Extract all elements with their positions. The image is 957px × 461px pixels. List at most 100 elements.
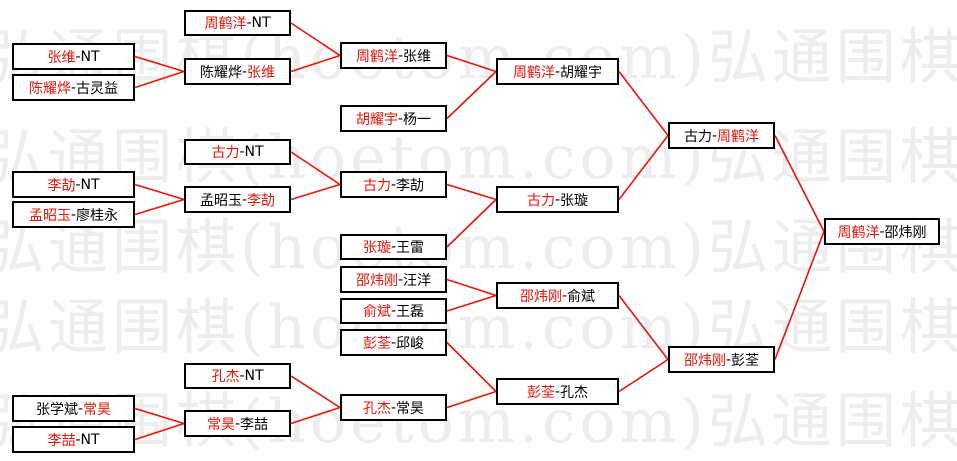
player-name: 邵炜刚 bbox=[884, 224, 927, 241]
match-box[interactable]: 彭荃-孔杰 bbox=[496, 378, 619, 405]
player-name: 孟昭玉 bbox=[199, 192, 242, 209]
match-box[interactable]: 张璇-王雷 bbox=[340, 234, 447, 260]
separator: - bbox=[75, 48, 81, 65]
player-name: 陈耀烨 bbox=[199, 64, 242, 81]
match-box[interactable]: 陈耀烨-张维 bbox=[184, 58, 291, 85]
winner-name: 彭荃 bbox=[362, 335, 391, 352]
connector-line bbox=[446, 54, 497, 73]
match-box[interactable]: 周鹤洋-张维 bbox=[340, 42, 447, 69]
match-box[interactable]: 古力-周鹤洋 bbox=[668, 122, 775, 149]
connector-line bbox=[290, 406, 341, 425]
separator: - bbox=[70, 79, 77, 96]
connector-line bbox=[134, 183, 185, 201]
winner-name: 张维 bbox=[247, 64, 276, 81]
winner-name: 周鹤洋 bbox=[204, 16, 247, 32]
player-name: 张学斌 bbox=[35, 401, 78, 418]
watermark-text: 弘通围棋(hoetom.com)弘通围棋(h bbox=[0, 23, 957, 93]
connector-line bbox=[618, 135, 669, 200]
separator: - bbox=[554, 63, 561, 80]
connector-line bbox=[134, 70, 185, 89]
connector-line bbox=[446, 183, 497, 201]
separator: - bbox=[246, 15, 252, 31]
match-box[interactable]: 邵炜刚-俞斌 bbox=[496, 282, 619, 309]
separator: - bbox=[711, 127, 718, 144]
winner-name: 张维 bbox=[47, 49, 76, 66]
match-box[interactable]: 张学斌-常昊 bbox=[12, 395, 135, 422]
match-box[interactable]: 古力-李劼 bbox=[340, 171, 447, 198]
separator: - bbox=[77, 400, 84, 417]
connector-line bbox=[618, 358, 669, 393]
match-box[interactable]: 古力-NT bbox=[184, 139, 291, 165]
player-name: 俞斌 bbox=[567, 288, 596, 305]
match-box[interactable]: 周鹤洋-NT bbox=[184, 10, 291, 36]
connector-line bbox=[774, 135, 825, 232]
player-name: 李喆 bbox=[240, 416, 269, 433]
winner-name: 李劼 bbox=[47, 177, 76, 194]
winner-name: 周鹤洋 bbox=[512, 64, 555, 81]
connector-line bbox=[446, 198, 497, 248]
player-name: 古力 bbox=[683, 128, 712, 145]
match-box[interactable]: 彭荃-邱峻 bbox=[340, 329, 447, 356]
player-name: NT bbox=[251, 15, 271, 31]
match-box[interactable]: 孟昭玉-李劼 bbox=[184, 186, 291, 213]
match-box[interactable]: 孔杰-常昊 bbox=[340, 394, 447, 421]
player-name: NT bbox=[244, 144, 264, 160]
connector-line bbox=[290, 54, 341, 73]
winner-name: 常昊 bbox=[206, 416, 235, 433]
player-name: 王雷 bbox=[396, 240, 425, 256]
separator: - bbox=[390, 239, 397, 255]
player-name: 张璇 bbox=[560, 192, 589, 209]
match-box[interactable]: 孔杰-NT bbox=[184, 363, 291, 389]
connector-line bbox=[446, 390, 497, 409]
connector-line bbox=[446, 70, 497, 120]
match-box[interactable]: 胡耀宇-杨一 bbox=[340, 105, 447, 132]
separator: - bbox=[390, 303, 397, 319]
connector-line bbox=[134, 198, 185, 216]
match-box[interactable]: 孟昭玉-廖桂永 bbox=[12, 201, 135, 228]
separator: - bbox=[390, 399, 397, 416]
player-name: 常昊 bbox=[396, 400, 425, 417]
separator: - bbox=[725, 351, 732, 368]
match-box[interactable]: 周鹤洋-胡耀宇 bbox=[496, 58, 619, 85]
watermark-text: 弘通围棋(hoetom.com)弘通围棋(h bbox=[0, 387, 957, 457]
connector-line bbox=[134, 407, 185, 425]
connector-line bbox=[446, 278, 497, 297]
player-name: 廖桂永 bbox=[76, 207, 119, 224]
match-box[interactable]: 俞斌-王磊 bbox=[340, 298, 447, 324]
separator: - bbox=[397, 271, 404, 288]
separator: - bbox=[75, 176, 81, 193]
connector-line bbox=[134, 55, 185, 73]
match-box[interactable]: 李劼-NT bbox=[12, 171, 135, 198]
match-box[interactable]: 李喆-NT bbox=[12, 426, 135, 453]
separator: - bbox=[241, 191, 248, 208]
player-name: NT bbox=[80, 431, 100, 448]
separator: - bbox=[879, 223, 885, 240]
match-box[interactable]: 常昊-李喆 bbox=[184, 410, 291, 437]
connector-line bbox=[290, 22, 341, 57]
match-box[interactable]: 邵炜刚-汪洋 bbox=[340, 266, 447, 293]
match-box[interactable]: 邵炜刚-彭荃 bbox=[668, 346, 775, 373]
separator: - bbox=[554, 191, 561, 208]
separator: - bbox=[390, 176, 397, 193]
winner-name: 常昊 bbox=[83, 401, 112, 418]
final-match-box[interactable]: 周鹤洋-邵炜刚 bbox=[824, 218, 940, 245]
winner-name: 古力 bbox=[211, 145, 240, 161]
winner-name: 周鹤洋 bbox=[717, 128, 760, 145]
player-name: NT bbox=[244, 368, 264, 384]
winner-name: 李喆 bbox=[47, 432, 76, 449]
winner-name: 彭荃 bbox=[526, 384, 555, 401]
match-box[interactable]: 陈耀烨-古灵益 bbox=[12, 74, 135, 101]
match-box[interactable]: 张维-NT bbox=[12, 43, 135, 70]
winner-name: 孔杰 bbox=[362, 400, 391, 417]
separator: - bbox=[397, 47, 404, 64]
winner-name: 陈耀烨 bbox=[28, 80, 71, 97]
winner-name: 周鹤洋 bbox=[837, 224, 880, 241]
separator: - bbox=[239, 144, 245, 160]
player-name: 李劼 bbox=[396, 177, 425, 194]
winner-name: 孟昭玉 bbox=[28, 207, 71, 224]
match-box[interactable]: 古力-张璇 bbox=[496, 186, 619, 213]
connector-line bbox=[618, 295, 669, 360]
separator: - bbox=[397, 110, 404, 127]
